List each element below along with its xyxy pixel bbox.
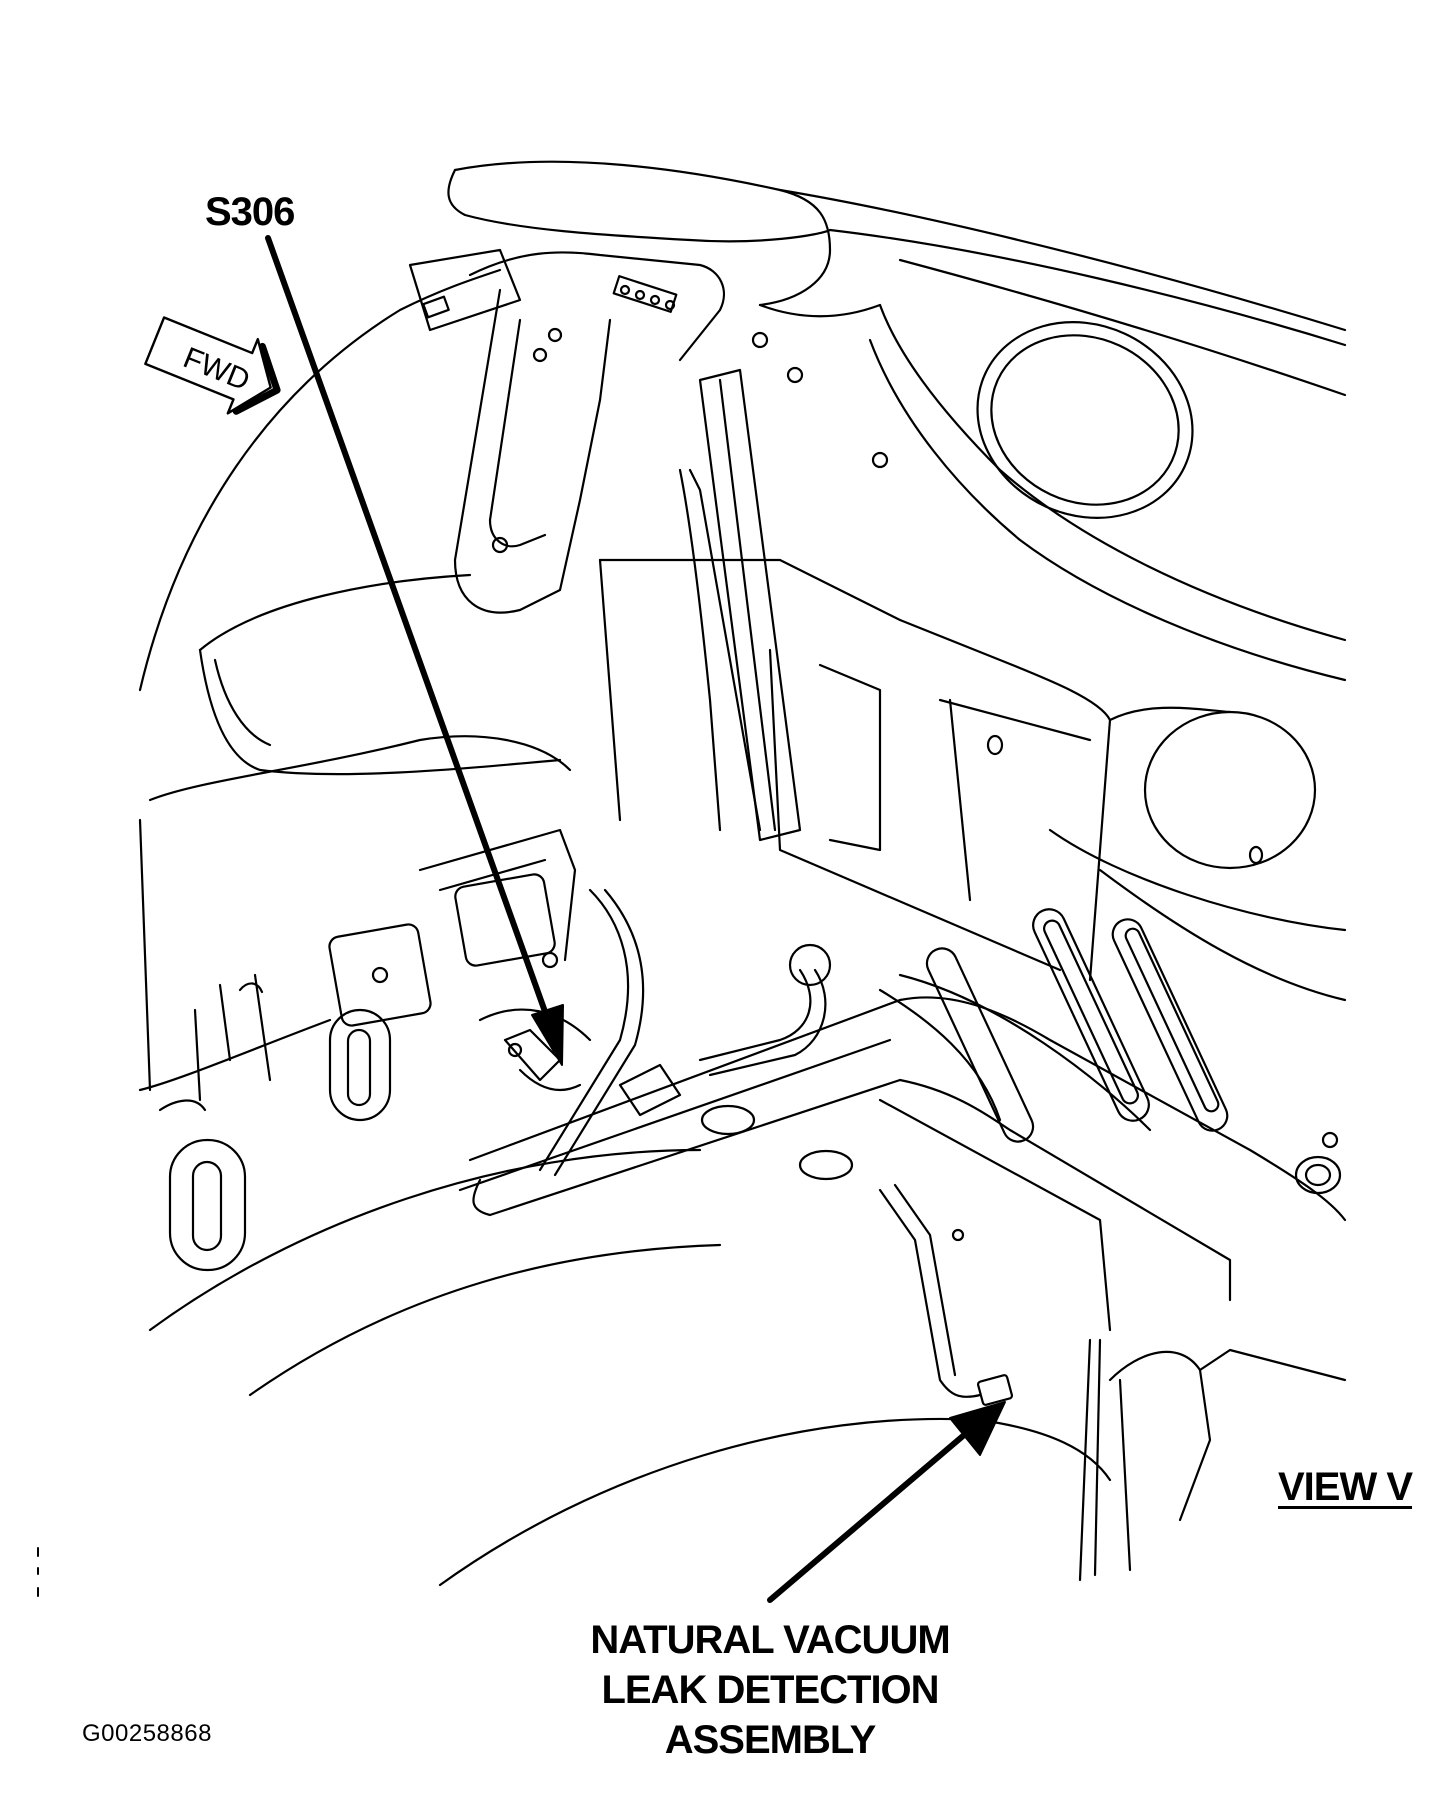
rear-shelf-edge bbox=[878, 303, 1347, 642]
rear-shelf-flange bbox=[868, 338, 1347, 682]
wheelwell-and-lower-trim bbox=[148, 1148, 1347, 1587]
s306-callout-label: S306 bbox=[205, 190, 295, 234]
right-circular-boss bbox=[1048, 706, 1347, 1002]
nvld-label-line1: NATURAL VACUUM bbox=[590, 1618, 950, 1662]
speaker-opening bbox=[976, 321, 1194, 519]
floor-stiffening-ribs bbox=[878, 908, 1342, 1195]
strut-mount-bracket bbox=[453, 251, 889, 614]
inner-quarter-panel bbox=[138, 248, 562, 776]
trunk-floor-box bbox=[598, 558, 1112, 982]
s306-splice-connector bbox=[503, 1028, 582, 1092]
floor-rail-and-vapor-hoses bbox=[458, 888, 1347, 1406]
upper-body-panel bbox=[447, 160, 1347, 397]
rear-pillar bbox=[678, 368, 802, 842]
forward-direction-arrow bbox=[144, 316, 281, 415]
figure-id: G00258868 bbox=[82, 1720, 212, 1747]
nvld-label-line2: LEAK DETECTION bbox=[601, 1668, 939, 1712]
nvld-callout-label: NATURAL VACUUM LEAK DETECTION ASSEMBLY bbox=[540, 1615, 1000, 1765]
lower-left-panel bbox=[138, 735, 592, 1272]
s306-leader-arrow bbox=[265, 235, 564, 1066]
nvld-leader-arrow bbox=[767, 1401, 1006, 1603]
nvld-label-line3: ASSEMBLY bbox=[664, 1718, 877, 1762]
view-label: VIEW V bbox=[1278, 1465, 1413, 1509]
